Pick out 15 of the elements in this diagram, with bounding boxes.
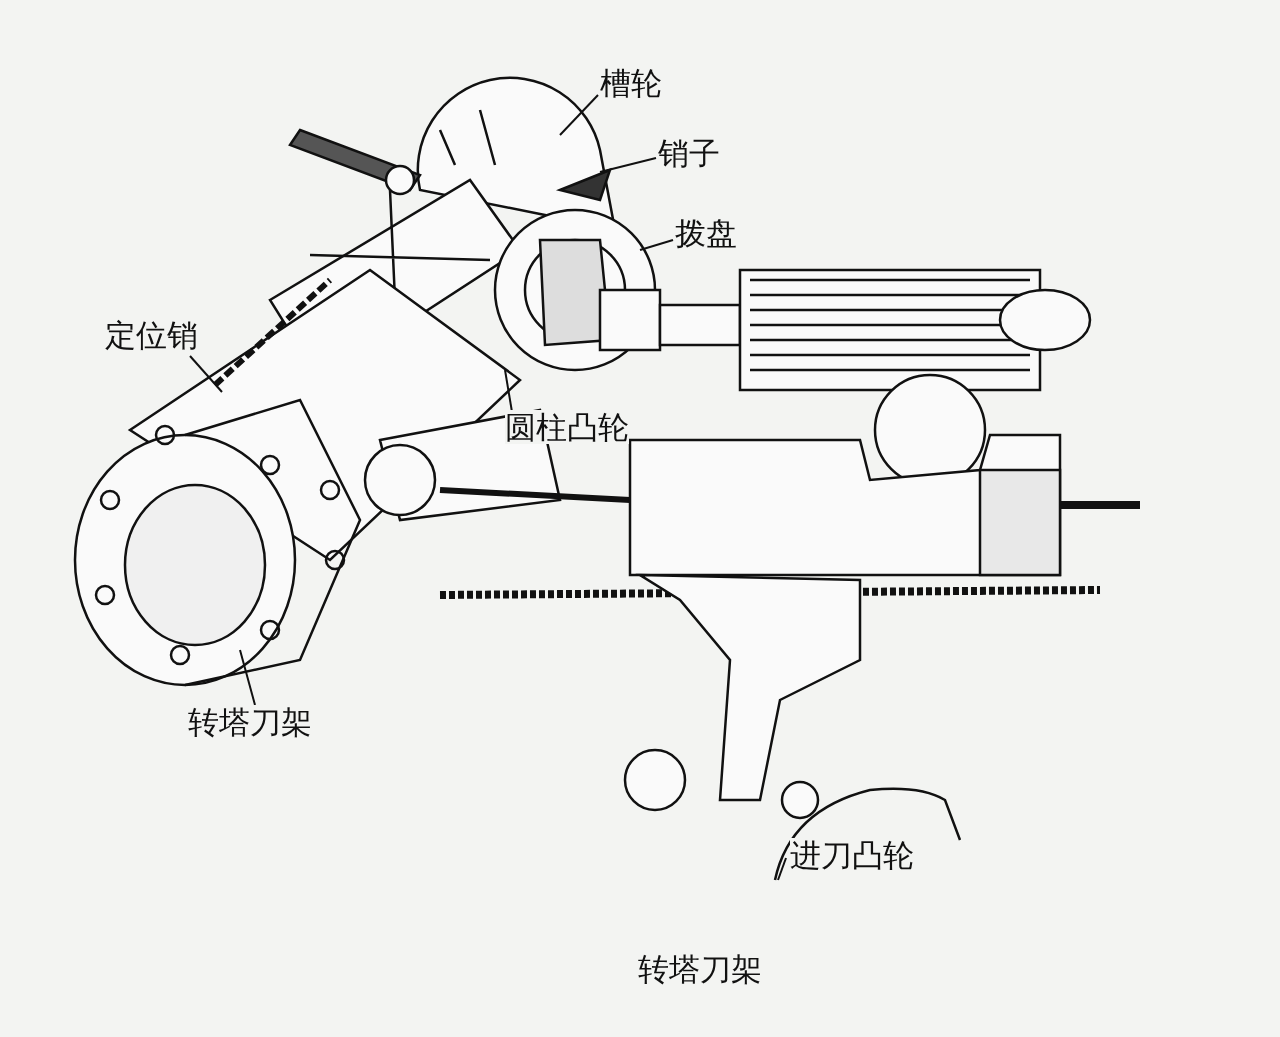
part-label: 销子 (658, 136, 720, 171)
caption: 转塔刀架 (638, 952, 762, 987)
leader-line (599, 157, 657, 173)
part-label: 圆柱凸轮 (505, 410, 629, 445)
leader-line (777, 857, 787, 881)
leader-line (239, 649, 256, 706)
leader-line (559, 94, 599, 136)
leader-line (504, 369, 513, 413)
leader-line (189, 355, 223, 393)
leader-line (639, 239, 674, 251)
part-label: 进刀凸轮 (790, 838, 914, 873)
part-label: 转塔刀架 (188, 705, 312, 740)
part-label: 槽轮 (600, 66, 662, 101)
part-label: 定位销 (105, 318, 198, 353)
part-label: 拨盘 (675, 216, 737, 251)
